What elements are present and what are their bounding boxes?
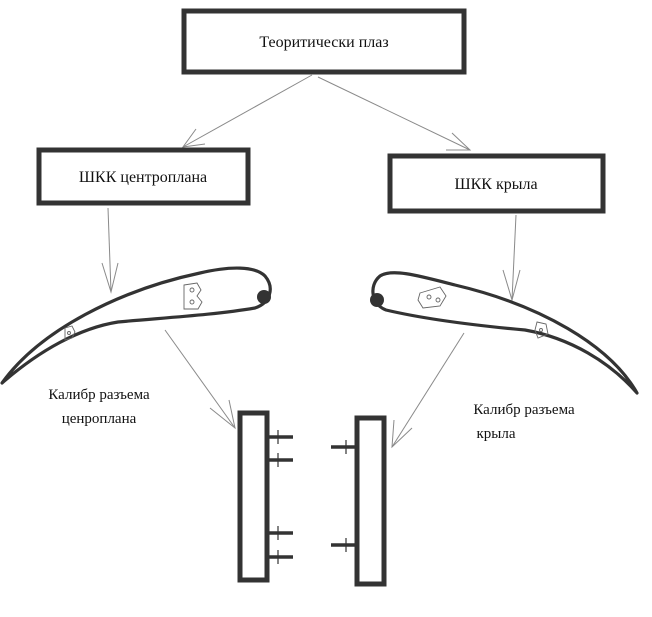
wing-gauge-caption: Калибр разъема крыла (473, 402, 575, 442)
centerplane-shkk-box: ШКК центроплана (36, 147, 251, 206)
centerplane-section-detail-lower (64, 325, 76, 341)
wing-airfoil-outline (371, 271, 639, 395)
centerplane-gauge-body (237, 410, 270, 583)
wing-airfoil-profile (370, 271, 639, 395)
wing-joint-gauge (331, 415, 387, 587)
wing-gauge-body (354, 415, 387, 587)
theoretical-plaz-box-frame (181, 8, 467, 75)
centerplane-shkk-box-frame (36, 147, 251, 206)
theoretical-plaz-label: Теоритически плаз (259, 34, 388, 51)
centerplane-shkk-label: ШКК центроплана (79, 169, 207, 186)
wing-section-detail-upper (417, 286, 447, 309)
centerplane-gauge-caption: Калибр разъема ценроплана (48, 387, 150, 427)
wing-shkk-label: ШКК крыла (454, 176, 537, 193)
theoretical-plaz-box: Теоритически плаз (181, 8, 467, 75)
centerplane-section-detail-upper (183, 282, 203, 310)
centerplane-airfoil-outline (0, 266, 272, 385)
wing-shkk-box-frame (387, 153, 606, 214)
wing-caption-line1: Калибр разъема (473, 402, 575, 418)
arrow-plaz-to-wing (317, 76, 472, 151)
wing-shkk-box: ШКК крыла (387, 153, 606, 214)
arrow-centerplane-to-left-profile (101, 207, 119, 294)
arrow-plaz-to-centerplane (181, 74, 313, 148)
arrow-right-profile-to-right-gauge (391, 332, 465, 449)
centerplane-airfoil-profile (0, 266, 272, 385)
centerplane-caption-line2: ценроплана (62, 411, 137, 427)
centerplane-caption-line1: Калибр разъема (48, 387, 150, 403)
arrow-wing-to-right-profile (502, 214, 521, 302)
wing-leading-edge-dot (370, 293, 384, 307)
arrow-left-profile-to-left-gauge (164, 329, 236, 430)
centerplane-leading-edge-dot (257, 290, 271, 304)
centerplane-joint-gauge (237, 410, 293, 583)
wing-caption-line2: крыла (476, 426, 515, 442)
wing-section-detail-lower (534, 321, 549, 339)
